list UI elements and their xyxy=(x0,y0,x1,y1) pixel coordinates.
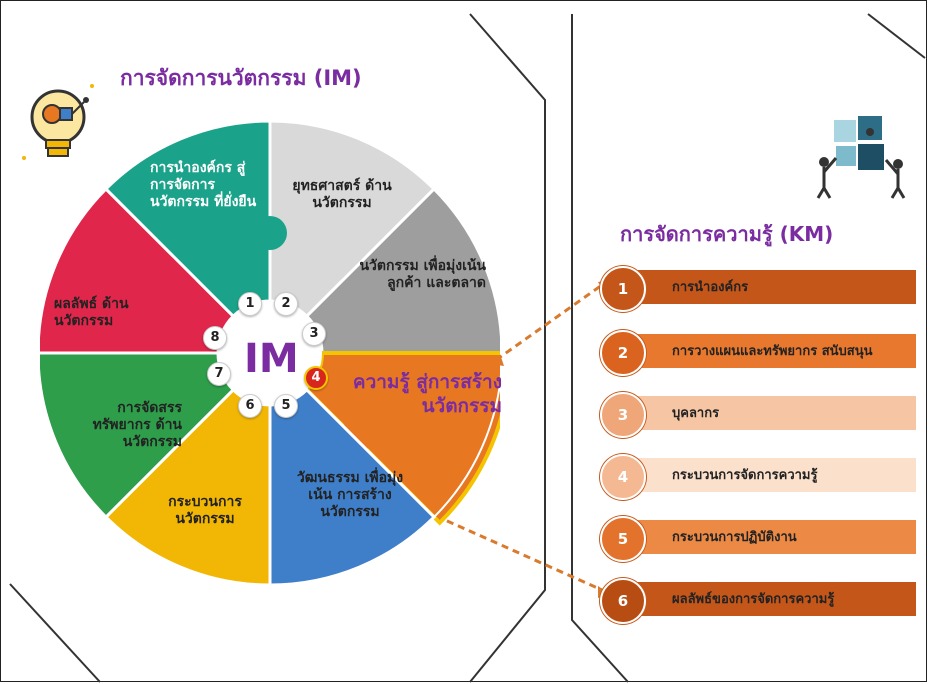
segment-1-label: การนำองค์กร สู่การจัดการ นวัตกรรม ที่ยั่… xyxy=(150,160,257,210)
segment-2-label: ยุทธศาสตร์ ด้านนวัตกรรม xyxy=(292,178,392,211)
km-item-1: การนำองค์กร 1 xyxy=(600,266,918,312)
segment-1-number: 1 xyxy=(238,292,262,316)
km-item-label: กระบวนการจัดการความรู้ xyxy=(672,467,818,483)
km-item-2: การวางแผนและทรัพยากร สนับสนุน 2 xyxy=(600,330,918,376)
segment-5-label: วัฒนธรรม เพื่อมุ่งเน้น การสร้าง นวัตกรรม xyxy=(296,470,404,520)
km-item-number: 2 xyxy=(600,330,646,376)
km-item-label: การวางแผนและทรัพยากร สนับสนุน xyxy=(672,343,873,359)
km-item-number: 4 xyxy=(600,454,646,500)
km-item-3: บุคลากร 3 xyxy=(600,392,918,438)
segment-3-number: 3 xyxy=(302,322,326,346)
wheel-center-circle xyxy=(218,301,322,405)
km-item-number: 1 xyxy=(600,266,646,312)
km-item-label: ผลลัพธ์ของการจัดการความรู้ xyxy=(672,591,835,607)
puzzle-knob-1 xyxy=(253,216,287,250)
km-item-label: บุคลากร xyxy=(672,405,720,421)
km-item-label: การนำองค์กร xyxy=(672,279,749,295)
wheel-outer-ring xyxy=(40,120,500,586)
km-item-4: กระบวนการจัดการความรู้ 4 xyxy=(600,454,918,500)
km-item-bar: บุคลากร xyxy=(620,396,916,430)
segment-8-number: 8 xyxy=(203,326,227,350)
segment-8-label: ผลลัพธ์ ด้านนวัตกรรม xyxy=(54,296,129,329)
segment-3-label: นวัตกรรม เพื่อมุ่งเน้นลูกค้า และตลาด xyxy=(359,258,486,291)
segment-4-number: 4 xyxy=(304,366,328,390)
km-item-bar: การนำองค์กร xyxy=(620,270,916,304)
km-item-label: กระบวนการปฏิบัติงาน xyxy=(672,529,797,545)
km-item-number: 3 xyxy=(600,392,646,438)
im-center-label: IM xyxy=(244,336,299,382)
km-title: การจัดการความรู้ (KM) xyxy=(620,222,834,246)
km-item-bar: กระบวนการปฏิบัติงาน xyxy=(620,520,916,554)
segment-7-label: การจัดสรร ทรัพยากร ด้านนวัตกรรม xyxy=(92,400,182,450)
km-item-5: กระบวนการปฏิบัติงาน 5 xyxy=(600,516,918,562)
km-item-number: 5 xyxy=(600,516,646,562)
segment-5-number: 5 xyxy=(274,394,298,418)
puzzle-team-icon xyxy=(816,116,906,199)
segment-6-label: กระบวนการ นวัตกรรม xyxy=(168,494,242,527)
segment-2-number: 2 xyxy=(274,292,298,316)
segment-4-label: ความรู้ สู่การสร้าง นวัตกรรม xyxy=(352,371,502,417)
km-item-number: 6 xyxy=(600,578,646,624)
km-item-bar: การวางแผนและทรัพยากร สนับสนุน xyxy=(620,334,916,368)
km-item-bar: กระบวนการจัดการความรู้ xyxy=(620,458,916,492)
lightbulb-innovation-icon xyxy=(22,84,94,160)
km-item-6: ผลลัพธ์ของการจัดการความรู้ 6 xyxy=(600,578,918,624)
segment-6-number: 6 xyxy=(238,394,262,418)
segment-7-number: 7 xyxy=(207,362,231,386)
km-item-bar: ผลลัพธ์ของการจัดการความรู้ xyxy=(620,582,916,616)
im-title: การจัดการนวัตกรรม (IM) xyxy=(120,66,362,90)
